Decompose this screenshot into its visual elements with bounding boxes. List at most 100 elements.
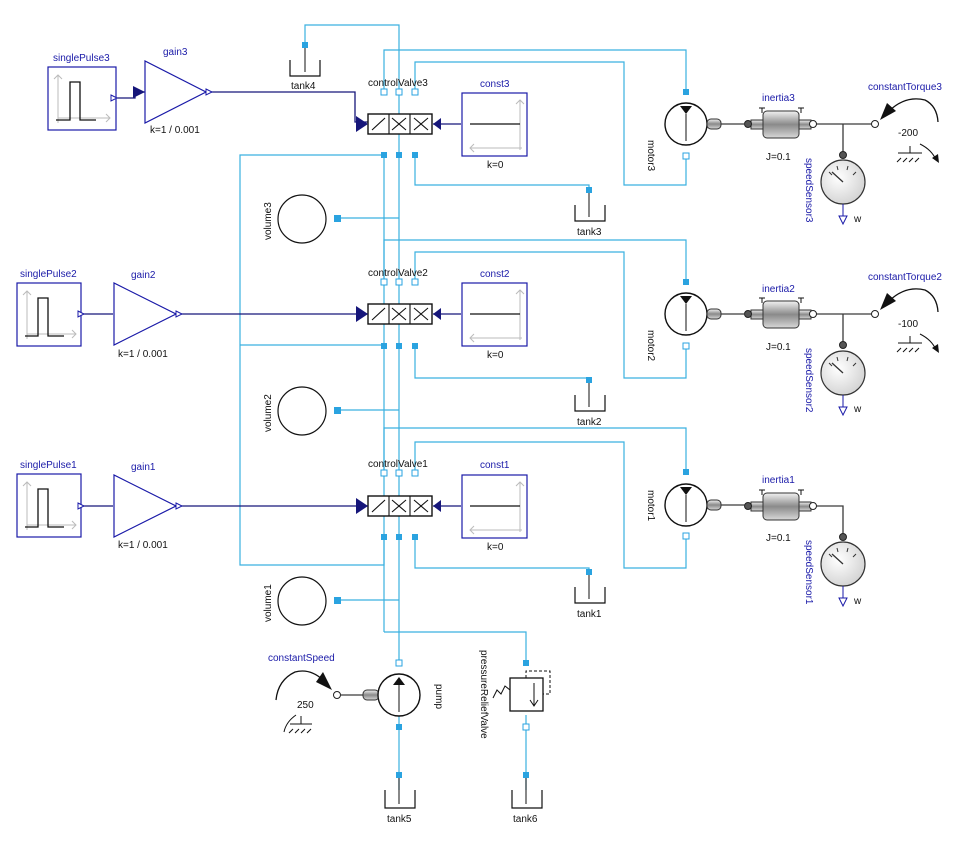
const2-block[interactable]: const2 k=0 xyxy=(461,269,528,361)
motor2-port-a[interactable] xyxy=(683,279,689,285)
speed-sensor3-flange[interactable] xyxy=(839,151,847,159)
control-valve1-port-p[interactable] xyxy=(395,469,403,477)
inertia3[interactable]: inertia3 J=0.1 xyxy=(744,93,817,163)
gain1-block[interactable]: gain1 k=1 / 0.001 xyxy=(113,462,184,551)
control-valve2-port-b[interactable] xyxy=(411,278,419,286)
motor1-port-b[interactable] xyxy=(682,532,690,540)
gain1-output-port[interactable] xyxy=(175,502,184,510)
tank1[interactable]: tank1 xyxy=(574,569,606,620)
gain3-input-port[interactable] xyxy=(133,86,145,98)
speed-sensor2-flange[interactable] xyxy=(839,341,847,349)
single-pulse2-output-port[interactable] xyxy=(77,310,86,318)
single-pulse3-block[interactable]: singlePulse3 xyxy=(47,53,117,131)
gain2-output-port[interactable] xyxy=(175,310,184,318)
inertia2[interactable]: inertia2 J=0.1 xyxy=(744,284,817,353)
single-pulse1-block[interactable]: singlePulse1 xyxy=(16,460,82,538)
volume1[interactable]: volume1 xyxy=(263,576,341,626)
inertia3-flange-b[interactable] xyxy=(809,120,817,128)
control-valve3-port-a[interactable] xyxy=(380,88,388,96)
control-valve1[interactable]: controlValve1 xyxy=(356,459,441,540)
tank2-port[interactable] xyxy=(586,377,592,383)
speed-sensor1-flange[interactable] xyxy=(839,533,847,541)
control-valve2-input-port[interactable] xyxy=(356,306,368,322)
tank3[interactable]: tank3 xyxy=(574,187,606,238)
control-valve1-input-port[interactable] xyxy=(356,498,368,514)
single-pulse1-output-port[interactable] xyxy=(77,502,86,510)
pressure-relief-valve[interactable]: pressureReliefValve xyxy=(478,650,551,739)
control-valve3-port-t2[interactable] xyxy=(396,152,402,158)
control-valve2-port-p[interactable] xyxy=(395,278,403,286)
gain3-block[interactable]: gain3 k=1 / 0.001 xyxy=(133,47,214,136)
inertia1-flange-a[interactable] xyxy=(744,502,752,510)
tank6-port[interactable] xyxy=(523,772,529,778)
control-valve3-port-t1[interactable] xyxy=(381,152,387,158)
constant-torque3-flange[interactable] xyxy=(871,120,879,128)
inertia2-flange-b[interactable] xyxy=(809,310,817,318)
pump-port-out[interactable] xyxy=(396,724,402,730)
control-valve2-port-t3[interactable] xyxy=(412,343,418,349)
control-valve3-port-b[interactable] xyxy=(411,88,419,96)
single-pulse3-output-port[interactable] xyxy=(110,94,119,102)
pump-port-in[interactable] xyxy=(395,659,403,667)
control-valve2[interactable]: controlValve2 xyxy=(356,268,441,349)
constant-torque2-flange[interactable] xyxy=(871,310,879,318)
constant-speed-flange[interactable] xyxy=(333,691,341,699)
motor1-port-a[interactable] xyxy=(683,469,689,475)
motor2[interactable]: motor2 xyxy=(645,279,722,362)
motor1[interactable]: motor1 xyxy=(645,469,722,540)
const1-block[interactable]: const1 k=0 xyxy=(461,460,528,553)
inertia1-flange-b[interactable] xyxy=(809,502,817,510)
speed-sensor3[interactable]: w speedSensor3 xyxy=(803,151,866,226)
tank2[interactable]: tank2 xyxy=(574,377,606,428)
control-valve1-port-t2[interactable] xyxy=(396,534,402,540)
control-valve2-port-t1[interactable] xyxy=(381,343,387,349)
constant-speed[interactable]: constantSpeed 250 xyxy=(268,653,341,734)
motor3[interactable]: motor3 xyxy=(645,89,722,172)
constant-torque3[interactable]: constantTorque3 -200 xyxy=(868,82,942,163)
tank4[interactable]: tank4 xyxy=(289,42,321,92)
motor3-port-a[interactable] xyxy=(683,89,689,95)
speed-sensor2-output-port[interactable] xyxy=(838,406,848,417)
control-valve3[interactable]: controlValve3 xyxy=(356,78,441,158)
volume1-port[interactable] xyxy=(334,597,341,604)
constant-torque2[interactable]: constantTorque2 -100 xyxy=(868,272,942,353)
inertia3-flange-a[interactable] xyxy=(744,120,752,128)
control-valve2-port-a[interactable] xyxy=(380,278,388,286)
gain3-output-port[interactable] xyxy=(205,88,214,96)
const3-block[interactable]: const3 k=0 xyxy=(461,79,528,171)
tank6[interactable]: tank6 xyxy=(511,772,543,825)
control-valve3-port-t3[interactable] xyxy=(412,152,418,158)
control-valve1-port-t1[interactable] xyxy=(381,534,387,540)
gain2-block[interactable]: gain2 k=1 / 0.001 xyxy=(113,270,184,360)
tank4-port[interactable] xyxy=(302,42,308,48)
motor2-port-b[interactable] xyxy=(682,342,690,350)
tank5-port[interactable] xyxy=(396,772,402,778)
pump[interactable]: pump xyxy=(362,659,444,730)
pressure-relief-valve-port-b[interactable] xyxy=(522,723,530,731)
volume2[interactable]: volume2 xyxy=(263,386,341,436)
tank1-port[interactable] xyxy=(586,569,592,575)
pressure-relief-valve-port-a[interactable] xyxy=(523,660,529,666)
control-valve1-port-a[interactable] xyxy=(380,469,388,477)
control-valve3-const-port[interactable] xyxy=(433,118,441,130)
volume3-port[interactable] xyxy=(334,215,341,222)
volume2-port[interactable] xyxy=(334,407,341,414)
control-valve1-const-port[interactable] xyxy=(433,500,441,512)
motor3-port-b[interactable] xyxy=(682,152,690,160)
control-valve2-const-port[interactable] xyxy=(433,308,441,320)
inertia1[interactable]: inertia1 J=0.1 xyxy=(744,475,817,544)
control-valve3-input-port[interactable] xyxy=(356,116,368,132)
control-valve1-port-t3[interactable] xyxy=(412,534,418,540)
tank3-port[interactable] xyxy=(586,187,592,193)
volume3[interactable]: volume3 xyxy=(263,194,341,244)
speed-sensor1[interactable]: w speedSensor1 xyxy=(803,533,866,608)
control-valve2-port-t2[interactable] xyxy=(396,343,402,349)
speed-sensor3-output-port[interactable] xyxy=(838,215,848,226)
single-pulse2-block[interactable]: singlePulse2 xyxy=(16,269,82,347)
tank5[interactable]: tank5 xyxy=(384,772,416,825)
inertia2-flange-a[interactable] xyxy=(744,310,752,318)
control-valve1-port-b[interactable] xyxy=(411,469,419,477)
control-valve3-port-p[interactable] xyxy=(395,88,403,96)
speed-sensor2[interactable]: w speedSensor2 xyxy=(803,341,866,417)
speed-sensor1-output-port[interactable] xyxy=(838,597,848,608)
